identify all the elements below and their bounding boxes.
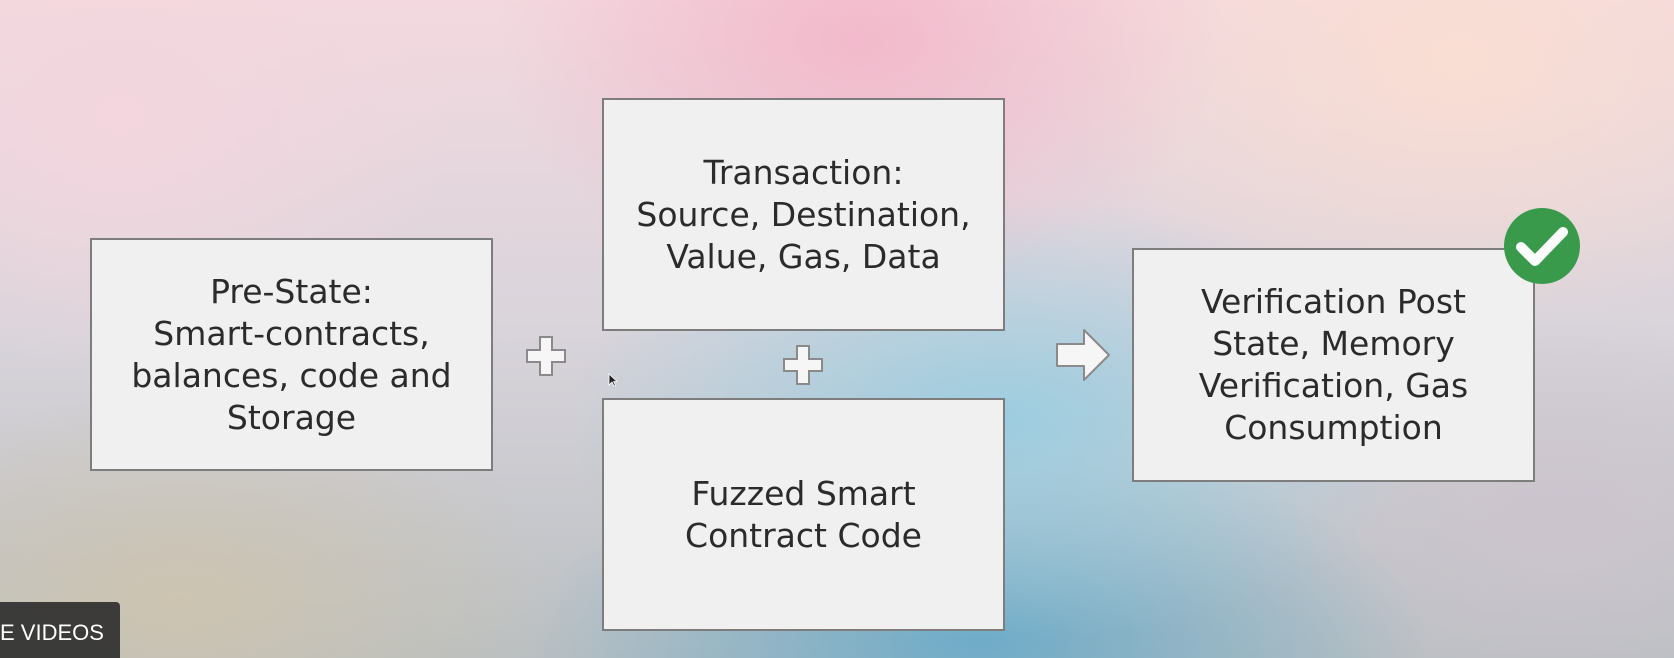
verification-box: Verification Post State, Memory Verifica… bbox=[1132, 248, 1535, 482]
transaction-box: Transaction: Source, Destination, Value,… bbox=[602, 98, 1005, 331]
fuzzed-code-box: Fuzzed Smart Contract Code bbox=[602, 398, 1005, 631]
checkmark-icon bbox=[1504, 208, 1580, 284]
fuzzed-code-text: Fuzzed Smart Contract Code bbox=[685, 473, 922, 555]
plus-icon bbox=[526, 336, 566, 376]
transaction-text: Transaction: Source, Destination, Value,… bbox=[636, 152, 971, 276]
right-arrow-icon bbox=[1056, 329, 1110, 381]
pre-state-box: Pre-State: Smart-contracts, balances, co… bbox=[90, 238, 493, 471]
more-videos-button[interactable]: E VIDEOS bbox=[0, 602, 120, 658]
cursor-icon bbox=[608, 373, 618, 387]
verification-text: Verification Post State, Memory Verifica… bbox=[1198, 282, 1469, 447]
plus-icon bbox=[783, 345, 823, 385]
more-videos-label: E VIDEOS bbox=[0, 620, 104, 645]
pre-state-text: Pre-State: Smart-contracts, balances, co… bbox=[131, 271, 452, 437]
